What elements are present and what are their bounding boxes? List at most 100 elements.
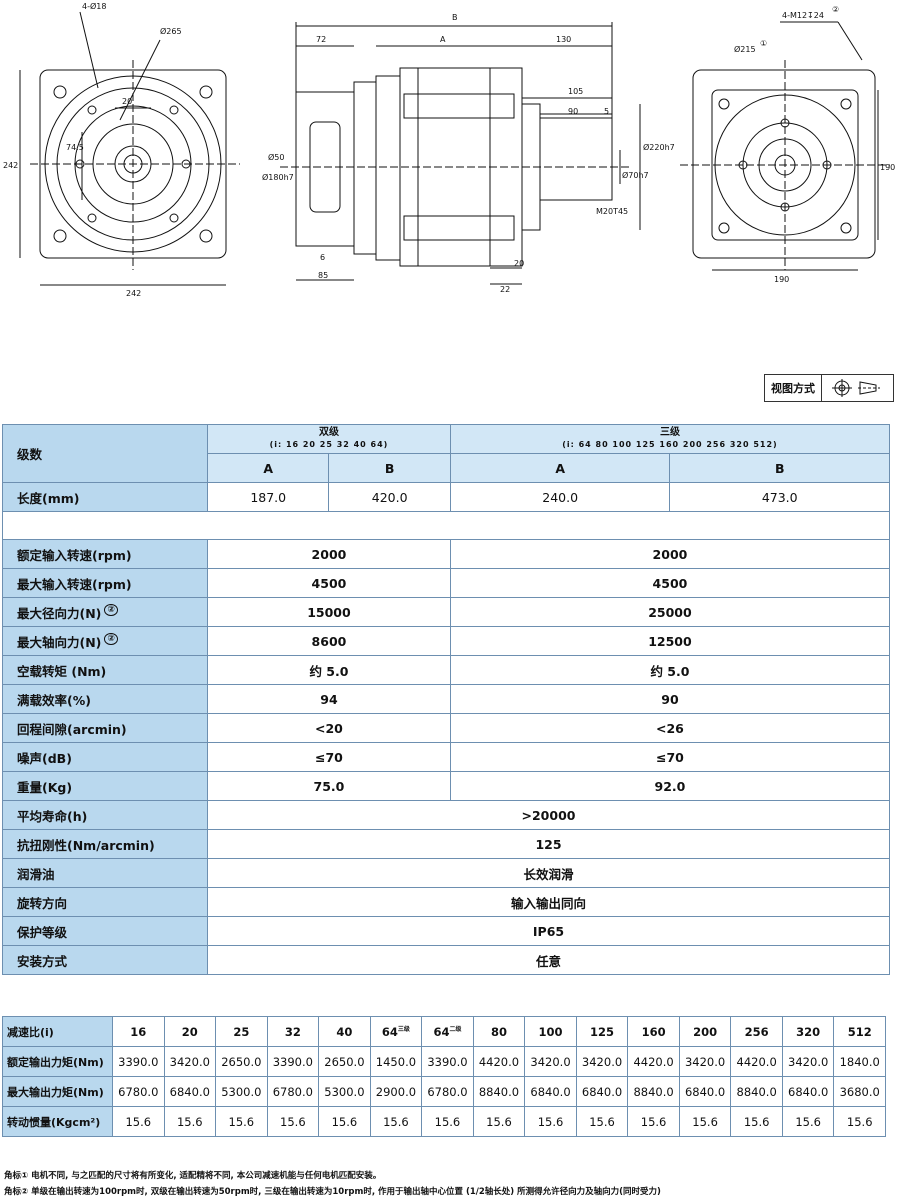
ratio-row-label: 额定输出力矩(Nm)	[2, 1046, 113, 1077]
length-a3: 240.0	[449, 482, 671, 512]
ratio-cell: 15.6	[215, 1106, 268, 1137]
ratio-header-cell: 256	[730, 1016, 783, 1047]
col-a-header: A	[206, 453, 330, 483]
view-mode-label: 视图方式	[765, 375, 822, 401]
spec-value: IP65	[207, 916, 890, 946]
spec-label: 噪声(dB)	[2, 742, 208, 772]
spacer-row	[2, 511, 890, 540]
ratio-cell: 15.6	[369, 1106, 423, 1137]
ratio-cell: 15.6	[730, 1106, 783, 1137]
spec-label: 安装方式	[2, 945, 208, 975]
col-b-header: B	[328, 453, 451, 483]
table-row: 级数 双级 (i: 16 20 25 32 40 64) 三级 (i: 64 8…	[2, 424, 891, 483]
length-b3: 473.0	[669, 482, 890, 512]
note-mark: ②	[104, 604, 119, 617]
note-mark: ②	[104, 633, 119, 646]
ratio-cell: 15.6	[421, 1106, 474, 1137]
spec-value-two-stage: 4500	[207, 568, 451, 598]
spec-label: 空载转矩 (Nm)	[2, 655, 208, 685]
ratio-cell: 3390.0	[112, 1046, 165, 1077]
ratio-header-cell: 40	[318, 1016, 371, 1047]
spec-label: 保护等级	[2, 916, 208, 946]
table-row: 旋转方向输入输出同向	[2, 887, 890, 917]
dim-label: Ø50	[268, 152, 284, 162]
ratio-header-cell: 64二级	[421, 1016, 474, 1047]
spec-value-three-stage: 25000	[449, 597, 891, 627]
footnotes: 角标① 电机不同, 与之匹配的尺寸将有所变化, 适配精将不同, 本公司减速机能与…	[4, 1168, 894, 1200]
ratio-cell: 3420.0	[524, 1046, 577, 1077]
table-row: 噪声(dB)≤70≤70	[2, 742, 891, 772]
dim-label: 4-Ø18	[82, 1, 106, 11]
spec-value: 任意	[207, 945, 890, 975]
ratio-cell: 2900.0	[369, 1076, 423, 1107]
ratio-header-cell: 100	[524, 1016, 577, 1047]
circled-mark: ①	[760, 39, 767, 48]
spec-label: 润滑油	[2, 858, 208, 888]
ratio-cell: 5300.0	[215, 1076, 268, 1107]
table-row: 回程间隙(arcmin)<20<26	[2, 713, 891, 743]
ratio-cell: 3680.0	[833, 1076, 886, 1107]
ratio-cell: 15.6	[575, 1106, 629, 1137]
spec-label: 最大输入转速(rpm)	[2, 568, 208, 598]
spec-value-three-stage: <26	[449, 713, 891, 743]
ratio-cell: 1450.0	[369, 1046, 423, 1077]
ratio-cell: 4420.0	[627, 1046, 680, 1077]
length-b2: 420.0	[328, 482, 451, 512]
footnote-1: 角标① 电机不同, 与之匹配的尺寸将有所变化, 适配精将不同, 本公司减速机能与…	[4, 1171, 382, 1181]
spec-value-three-stage: 12500	[449, 626, 891, 656]
ratio-row-label: 转动惯量(Kgcm²)	[2, 1106, 113, 1137]
dim-label: 72	[316, 35, 326, 44]
circled-mark: ②	[832, 5, 839, 14]
projection-symbol-icon	[832, 379, 880, 397]
ratio-cell: 3420.0	[678, 1046, 732, 1077]
spec-value-three-stage: 2000	[449, 539, 891, 569]
dim-label: 20	[514, 259, 524, 268]
ratio-row-label: 最大输出力矩(Nm)	[2, 1076, 113, 1107]
ratio-cell: 15.6	[781, 1106, 835, 1137]
ratio-cell: 15.6	[318, 1106, 371, 1137]
ratio-header-cell: 160	[627, 1016, 680, 1047]
ratio-cell: 6840.0	[781, 1076, 835, 1107]
ratio-header-cell: 32	[266, 1016, 320, 1047]
ratio-header-cell: 64三级	[369, 1016, 423, 1047]
spec-label: 平均寿命(h)	[2, 800, 208, 830]
ratio-cell: 4420.0	[472, 1046, 526, 1077]
ratio-cell: 15.6	[524, 1106, 577, 1137]
ratio-header-cell: 200	[678, 1016, 732, 1047]
ratio-mark: 二级	[449, 1026, 462, 1034]
spec-value: 输入输出同向	[207, 887, 890, 917]
ratio-cell: 6840.0	[524, 1076, 577, 1107]
ratio-cell: 5300.0	[318, 1076, 371, 1107]
spec-label: 抗扭刚性(Nm/arcmin)	[2, 829, 208, 859]
footnote-2: 角标② 单级在输出转速为100rpm时, 双级在输出转速为50rpm时, 三级在…	[4, 1187, 661, 1197]
dim-label: 85	[318, 271, 328, 280]
spec-value-two-stage: 94	[207, 684, 451, 714]
ratio-header-cell: 512	[833, 1016, 886, 1047]
view-mode-box: 视图方式	[764, 374, 894, 402]
ratio-cell: 6840.0	[678, 1076, 732, 1107]
ratio-cell: 6840.0	[575, 1076, 629, 1107]
spec-value-two-stage: <20	[207, 713, 451, 743]
dim-label: 130	[556, 35, 571, 44]
dim-label: 6	[320, 253, 325, 262]
ratio-mark: 三级	[397, 1026, 410, 1034]
ratio-cell: 6780.0	[266, 1076, 320, 1107]
ratio-cell: 15.6	[833, 1106, 886, 1137]
dim-label: 190	[774, 275, 789, 284]
ratio-cell: 8840.0	[627, 1076, 680, 1107]
dim-label: 74.5	[66, 143, 84, 152]
spec-value-three-stage: 4500	[449, 568, 891, 598]
dim-label: 22	[500, 285, 510, 294]
spec-value-two-stage: 75.0	[207, 771, 451, 801]
side-view-drawing	[280, 22, 641, 285]
length-a2: 187.0	[206, 482, 330, 512]
table-row: 平均寿命(h)>20000	[2, 800, 890, 830]
